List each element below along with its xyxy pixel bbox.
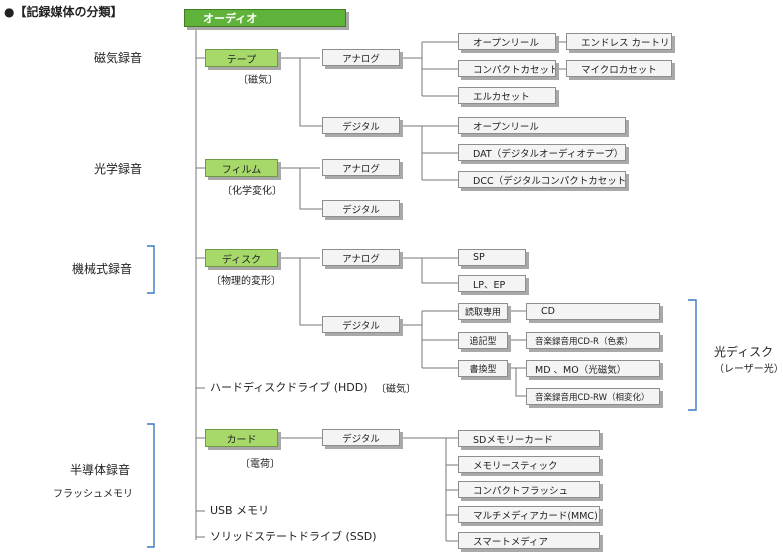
medium-disc: ディスク xyxy=(205,249,278,267)
category-flash-memory: フラッシュメモリ xyxy=(53,489,133,500)
leaf-smart-media: スマートメディア xyxy=(458,532,600,549)
disc-note: 〔物理的変形〕 xyxy=(211,276,281,287)
leaf-cd: CD xyxy=(526,303,660,320)
page-title: ●【記録媒体の分類】 xyxy=(4,5,123,19)
category-magnetic: 磁気録音 xyxy=(94,51,143,65)
category-mechanical: 機械式録音 xyxy=(72,262,133,276)
tape-analog-node: アナログ xyxy=(322,49,400,66)
disc-analog-node: アナログ xyxy=(322,249,400,266)
type-write-once: 追記型 xyxy=(458,332,508,349)
tape-digital-node: デジタル xyxy=(322,117,400,134)
tape-note: 〔磁気〕 xyxy=(238,75,278,86)
film-digital-node: デジタル xyxy=(322,200,400,217)
leaf-memory-stick: メモリースティック xyxy=(458,456,600,473)
leaf-dcc: DCC（デジタルコンパクトカセット） xyxy=(458,171,626,188)
ssd-label: ソリッドステートドライブ (SSD) xyxy=(210,530,377,543)
film-note: 〔化学変化〕 xyxy=(222,186,282,197)
leaf-compact-cassette: コンパクトカセット xyxy=(458,60,556,77)
hdd-label: ハードディスクドライブ (HDD) xyxy=(210,381,368,394)
leaf-md-mo: MD 、MO（光磁気） xyxy=(526,360,660,377)
usb-label: USB メモリ xyxy=(210,504,270,517)
optical-disc-sub: （レーザー光） xyxy=(714,364,783,375)
leaf-open-reel-analog: オープンリール xyxy=(458,33,556,50)
leaf-cd-r: 音楽録音用CD-R（色素） xyxy=(526,332,660,349)
film-analog-node: アナログ xyxy=(322,159,400,176)
leaf-sp: SP xyxy=(458,249,526,266)
category-optical: 光学録音 xyxy=(94,162,143,176)
medium-card: カード xyxy=(205,429,278,447)
optical-disc-label: 光ディスク xyxy=(714,345,774,359)
type-read-only: 読取専用 xyxy=(458,303,508,320)
leaf-lp-ep: LP、EP xyxy=(458,275,526,292)
leaf-elcaset: エルカセット xyxy=(458,87,556,104)
root-node-audio: オーディオ xyxy=(184,9,346,27)
leaf-micro-cassette: マイクロカセット xyxy=(566,60,672,77)
leaf-cd-rw: 音楽録音用CD-RW（相変化） xyxy=(526,388,660,405)
medium-film: フィルム xyxy=(205,159,278,177)
disc-digital-node: デジタル xyxy=(322,316,400,333)
leaf-sd-card: SDメモリーカード xyxy=(458,430,600,447)
leaf-mmc: マルチメディアカード(MMC) xyxy=(458,506,600,523)
type-rewritable: 書換型 xyxy=(458,360,508,377)
hdd-note: 〔磁気〕 xyxy=(376,384,416,395)
medium-tape: テープ xyxy=(205,49,278,67)
leaf-dat: DAT（デジタルオーディオテープ） xyxy=(458,144,626,161)
card-digital-node: デジタル xyxy=(322,429,400,446)
leaf-open-reel-digital: オープンリール xyxy=(458,117,626,134)
leaf-endless-cartridge: エンドレス カートリッジ xyxy=(566,33,672,50)
leaf-compact-flash: コンパクトフラッシュ xyxy=(458,481,600,498)
card-note: 〔電荷〕 xyxy=(240,459,280,470)
category-semiconductor: 半導体録音 xyxy=(70,463,131,477)
